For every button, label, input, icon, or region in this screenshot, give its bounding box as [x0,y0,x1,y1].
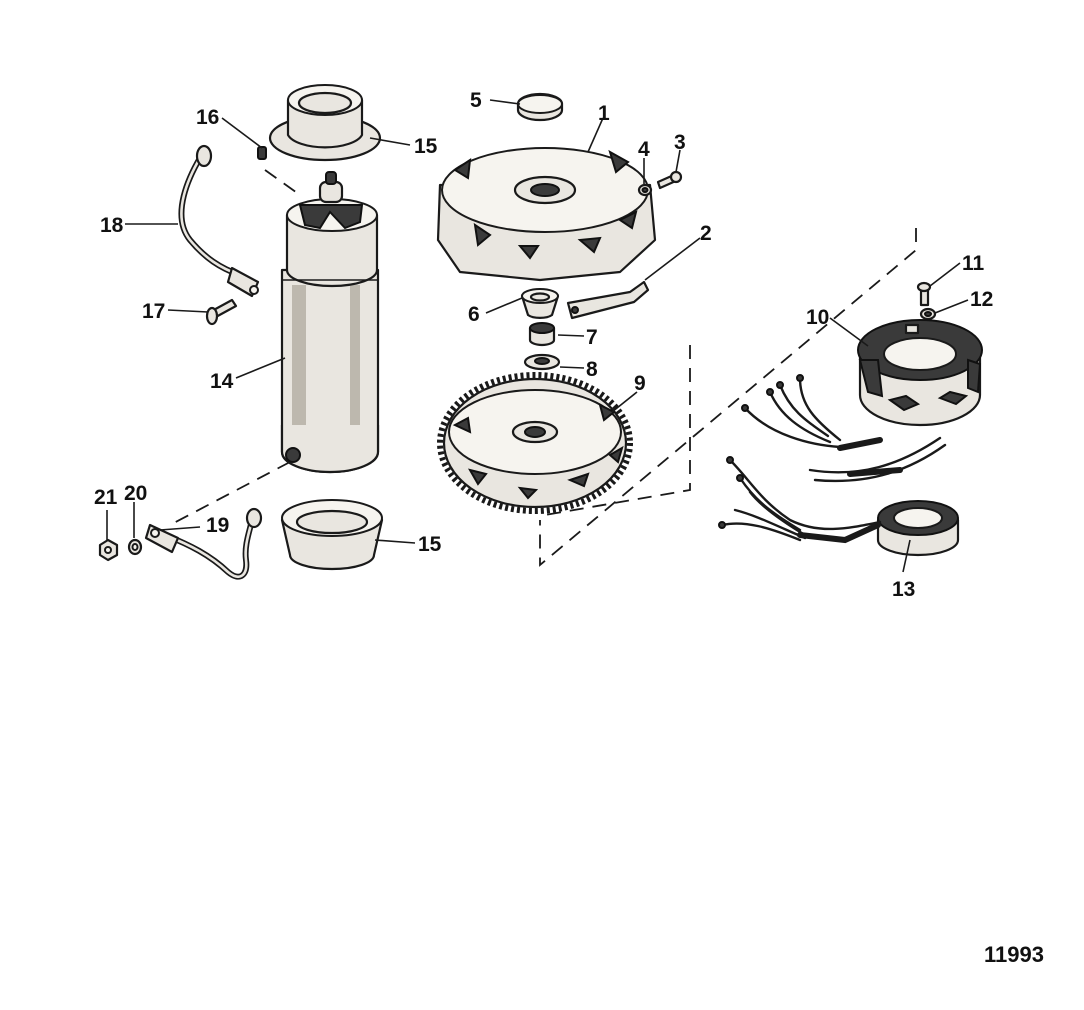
stator-wire-harness [741,374,947,483]
screw-16 [257,146,267,160]
collar-15-bottom [280,499,384,571]
nut-21 [98,538,119,562]
callout-9: 9 [634,372,646,395]
callout-15-top: 15 [414,135,438,158]
callout-3: 3 [674,131,686,154]
collar-15-top [268,84,382,162]
assembly-guide-lines [169,169,917,567]
cable-18 [178,144,260,298]
callout-13: 13 [892,578,915,601]
callout-labels: 16 15 18 17 14 15 19 20 21 5 1 4 3 2 6 7… [94,89,993,601]
callout-16: 16 [196,106,219,129]
callout-17: 17 [142,300,165,323]
callout-8: 8 [586,358,598,381]
washer-20 [127,538,143,556]
bracket-2 [566,280,650,320]
sleeve-6 [520,288,560,320]
callout-5: 5 [470,89,482,112]
callout-leaders [106,99,969,573]
screw-3 [656,170,683,190]
callout-11: 11 [962,252,985,275]
flywheel-9 [437,372,633,514]
callout-12: 12 [970,288,993,311]
callout-10: 10 [806,306,829,329]
callout-14: 14 [210,370,234,393]
trigger-coil-13 [718,456,960,557]
callout-6: 6 [468,303,480,326]
starter-motor-14 [280,171,380,474]
callout-1: 1 [598,102,610,125]
callout-21: 21 [94,486,118,509]
callout-4: 4 [638,138,650,161]
washer-12 [919,307,937,321]
stator-10 [857,319,983,427]
flywheel-cover-1 [436,147,657,282]
washer-4 [637,183,653,197]
callout-18: 18 [100,214,124,237]
cap-5 [516,92,564,122]
screw-11 [916,281,932,307]
figure-number: 11993 [984,942,1044,967]
nut-7 [528,322,556,347]
screw-17 [205,298,238,326]
callout-19: 19 [206,514,229,537]
callout-15-bottom: 15 [418,533,442,556]
callout-20: 20 [124,482,147,505]
washer-8 [523,353,561,371]
callout-2: 2 [700,222,712,245]
cable-19 [144,507,263,580]
callout-7: 7 [586,326,598,349]
